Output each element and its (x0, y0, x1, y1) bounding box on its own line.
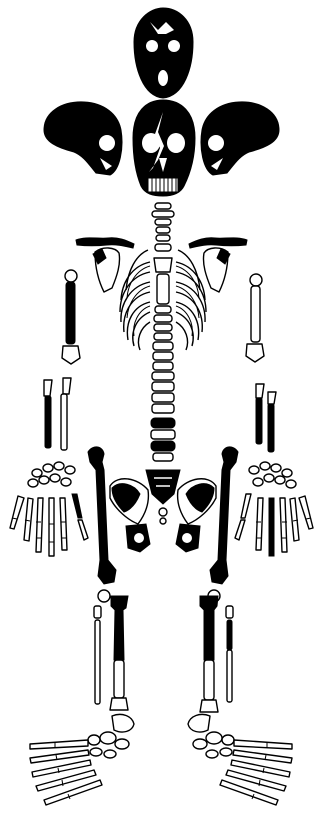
left-fibula (94, 606, 101, 704)
left-scapula (93, 248, 120, 292)
left-patella (98, 590, 110, 602)
right-forearm (256, 384, 276, 452)
right-fibula (226, 606, 233, 702)
left-humerus (62, 270, 80, 364)
right-femur (210, 447, 238, 584)
right-ischium (176, 524, 200, 552)
right-tibia (200, 596, 218, 712)
left-foot (30, 714, 134, 805)
right-scapula (203, 248, 230, 292)
skull-left-lateral (44, 102, 122, 175)
cervical-vertebrae (152, 203, 174, 241)
right-clavicle (189, 238, 247, 248)
sacrum (146, 470, 180, 504)
coccyx (159, 508, 167, 524)
sternum (154, 258, 172, 304)
right-foot (188, 714, 292, 805)
right-humerus (246, 274, 264, 362)
left-hand (10, 462, 88, 556)
left-clavicle (76, 238, 134, 248)
left-ilium (110, 479, 148, 524)
left-femur (88, 447, 116, 584)
left-tibia (110, 596, 128, 710)
right-ilium (178, 479, 216, 524)
right-hand (235, 462, 313, 556)
skull-frontal-view (133, 100, 195, 196)
left-ischium (126, 524, 150, 552)
skull-top-view (134, 8, 193, 98)
left-forearm (44, 378, 71, 450)
skull-right-lateral (201, 102, 279, 175)
